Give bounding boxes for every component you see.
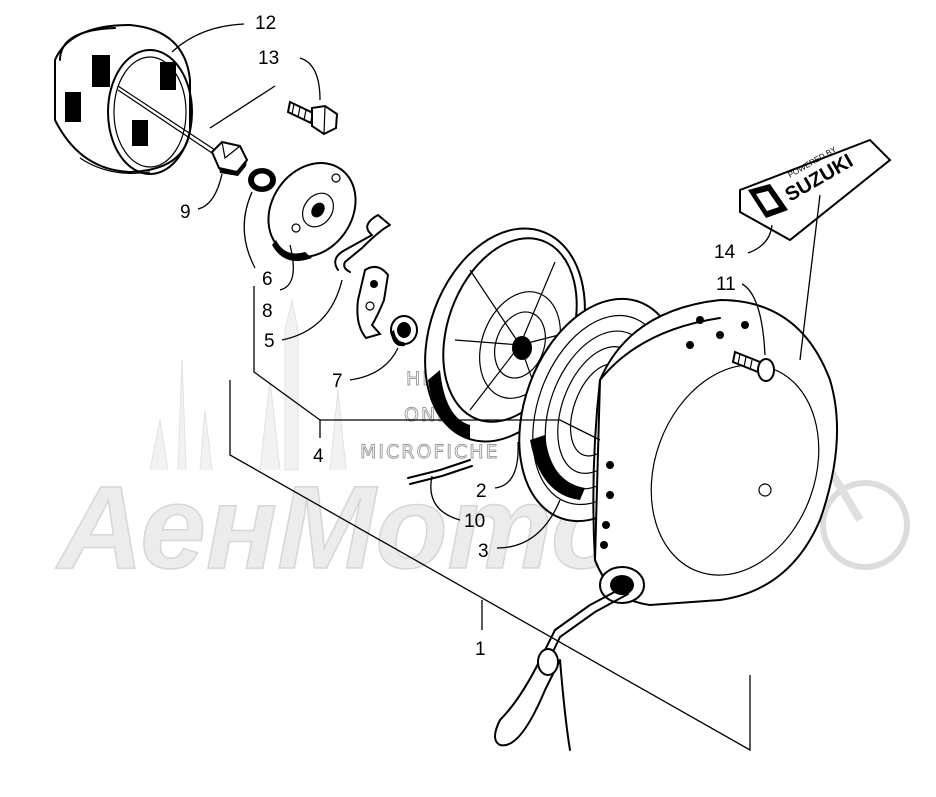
bolt — [286, 100, 339, 136]
suzuki-decal: POWERED BY SUZUKI — [739, 138, 892, 242]
watermark-skyline — [149, 299, 347, 471]
callout-8: 8 — [262, 301, 273, 322]
watermark-line-3: MICROFICHE — [360, 441, 500, 463]
collar — [390, 315, 418, 347]
starter-rope-end — [407, 459, 473, 485]
screw — [731, 350, 775, 382]
callout-1: 1 — [475, 639, 486, 660]
callout-3: 3 — [478, 541, 489, 562]
starter-pawl — [356, 265, 390, 340]
callout-labels: 12 13 9 6 8 5 7 4 14 11 2 10 3 1 — [180, 13, 736, 660]
callout-12: 12 — [255, 13, 276, 34]
callout-11: 11 — [716, 274, 736, 295]
watermark-wheel — [820, 480, 910, 570]
callout-6: 6 — [262, 269, 273, 290]
callout-9: 9 — [180, 202, 191, 223]
callout-7: 7 — [332, 371, 343, 392]
leader-lines — [171, 23, 821, 752]
washer — [248, 168, 276, 192]
starter-housing — [592, 298, 839, 607]
callout-13: 13 — [258, 48, 279, 69]
nut — [210, 140, 249, 176]
friction-plate — [267, 162, 357, 262]
shaft-line — [117, 85, 216, 156]
starter-rope — [494, 587, 629, 751]
friction-spring — [334, 214, 391, 273]
callout-5: 5 — [264, 331, 275, 352]
callout-4: 4 — [313, 446, 324, 467]
watermark-brand: АенМото — [55, 462, 623, 594]
callout-14: 14 — [714, 242, 736, 263]
callout-10: 10 — [464, 511, 485, 532]
callout-2: 2 — [476, 481, 487, 502]
starter-cup — [54, 23, 193, 175]
